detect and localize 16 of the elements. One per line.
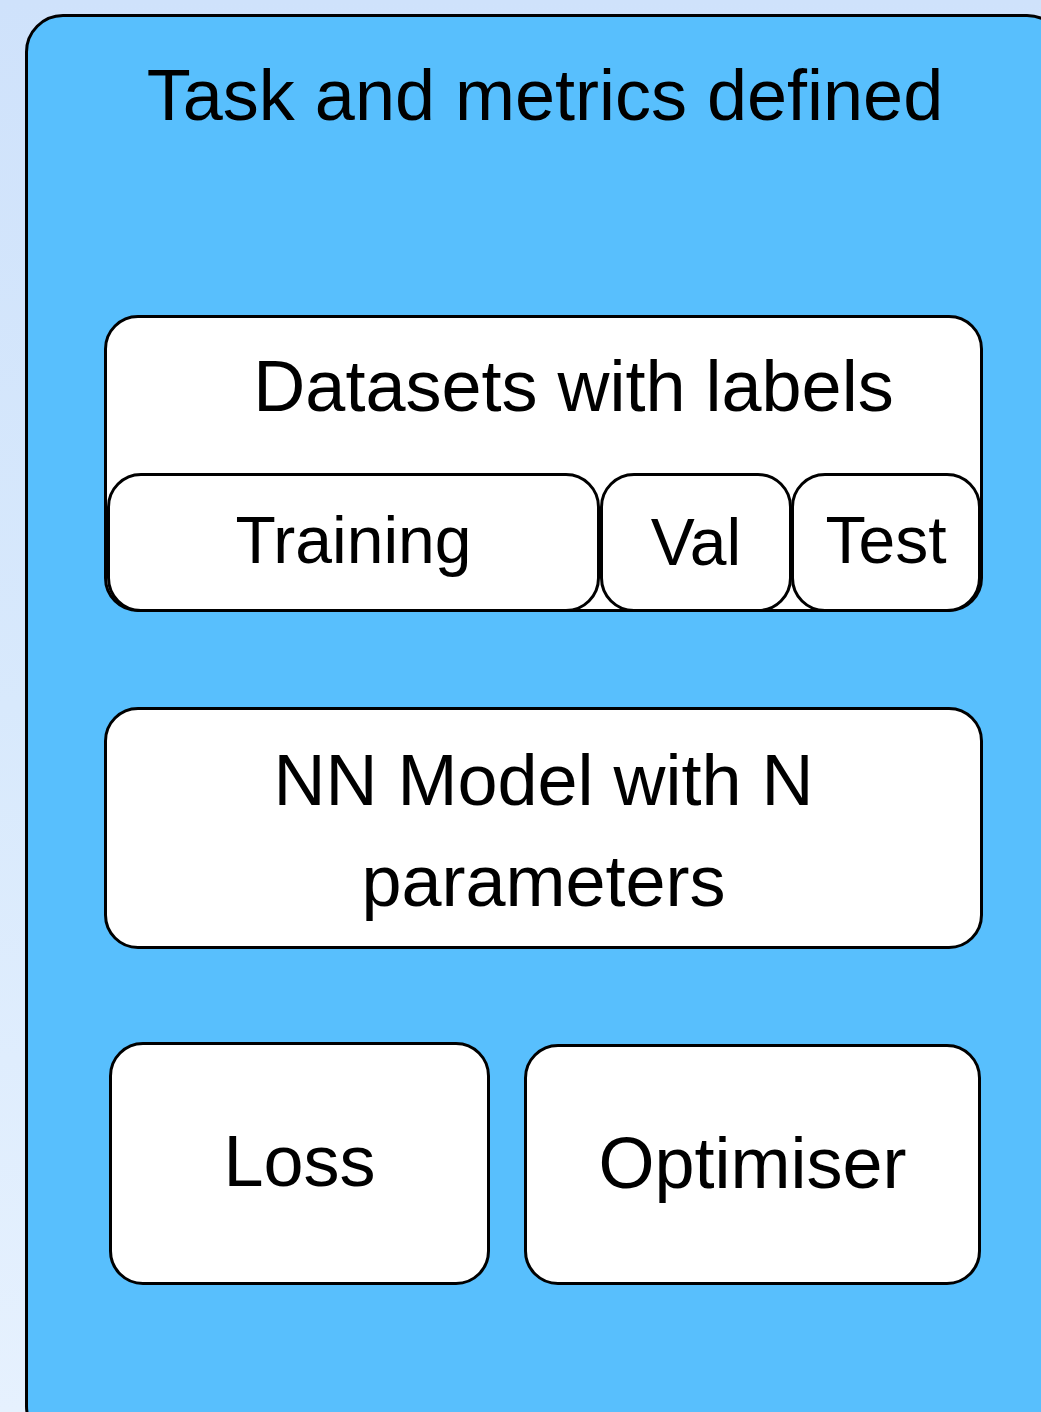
box-label: Val: [649, 504, 743, 581]
panel-title: Task and metrics defined: [145, 54, 945, 137]
box-label: Loss: [222, 1120, 377, 1203]
box-label: NN Model with N parameters: [272, 739, 815, 923]
process-box: [107, 473, 600, 612]
box-label: Optimiser: [597, 1122, 908, 1205]
process-box: [524, 1044, 981, 1285]
process-box: [791, 473, 981, 612]
process-box: [104, 707, 983, 949]
panel: [25, 14, 1041, 1412]
process-box: [109, 1042, 490, 1285]
box-label: Training: [234, 502, 473, 579]
box-label: Datasets with labels: [252, 345, 895, 428]
process-box: [600, 473, 792, 612]
box-label: Test: [824, 502, 948, 579]
dataset-box: [104, 315, 983, 612]
